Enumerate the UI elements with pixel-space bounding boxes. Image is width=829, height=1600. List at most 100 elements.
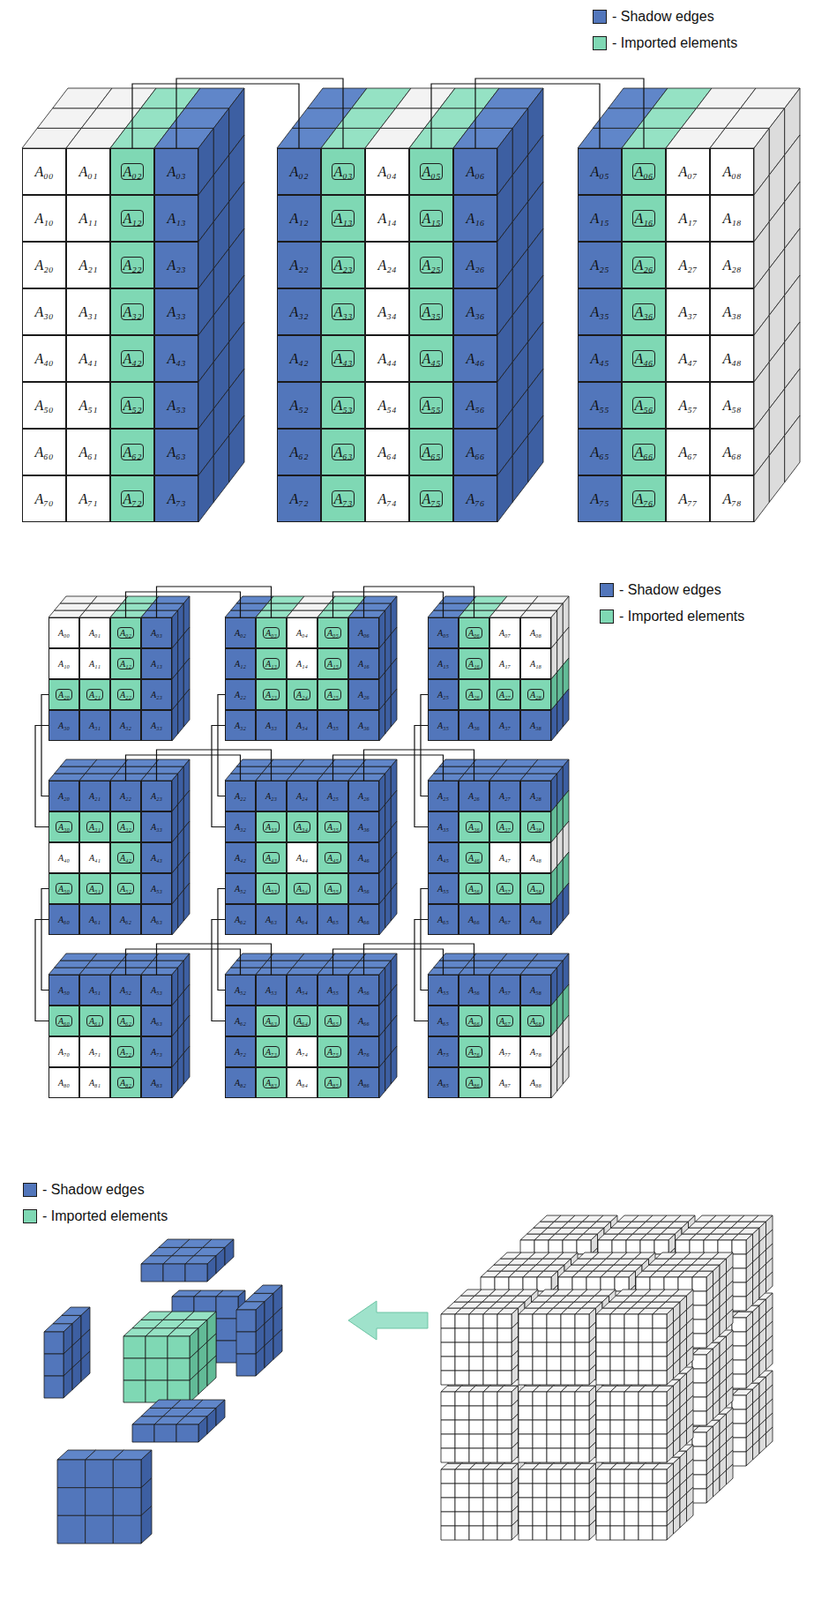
front-face-cell — [624, 1483, 639, 1498]
front-face-cell — [518, 1483, 533, 1498]
side-face-cell — [178, 889, 185, 928]
front-face-cell — [596, 1391, 611, 1406]
side-face-cell — [213, 435, 229, 503]
top-face-cell — [48, 967, 86, 975]
top-face-cell — [500, 596, 538, 604]
top-face-cell — [48, 773, 86, 781]
top-face-cell — [439, 953, 477, 961]
side-face-cell — [753, 1439, 761, 1460]
front-face-cell — [57, 1487, 86, 1517]
front-face-cell — [469, 1448, 484, 1463]
side-face-cell — [511, 1519, 519, 1540]
front-face-cell — [44, 1375, 64, 1398]
top-face-cell — [236, 596, 274, 604]
top-face-cell — [292, 603, 330, 611]
side-face-cell — [379, 1060, 386, 1098]
front-face-cell — [731, 1254, 747, 1269]
top-face-cell — [323, 766, 361, 774]
front-face-cell — [731, 1437, 747, 1452]
front-face-cell — [497, 1525, 512, 1540]
top-face-cell — [59, 596, 98, 604]
top-face-cell — [267, 596, 305, 604]
front-face-cell — [532, 1511, 547, 1526]
top-face-cell — [255, 610, 293, 618]
front-face-cell — [596, 1497, 611, 1512]
front-face-cell — [560, 1525, 576, 1540]
top-face-cell — [427, 773, 465, 781]
side-face-cell — [512, 435, 528, 503]
front-face-cell — [185, 1263, 208, 1282]
front-face-cell — [652, 1469, 667, 1484]
side-face-cell — [216, 1247, 225, 1273]
front-face-cell — [731, 1451, 747, 1466]
front-face-cell — [575, 1511, 590, 1526]
top-face-cell — [317, 610, 355, 618]
front-face-cell — [145, 1380, 168, 1403]
front-face-cell — [692, 1446, 707, 1461]
top-face-cell — [116, 766, 154, 774]
side-face-cell — [216, 1399, 225, 1426]
front-face-cell — [440, 1419, 456, 1434]
front-face-cell — [455, 1405, 470, 1420]
top-face-cell — [458, 610, 496, 618]
side-face-cell — [784, 415, 800, 483]
front-face-cell — [469, 1511, 484, 1526]
side-face-cell — [183, 1045, 190, 1084]
front-face-cell — [575, 1497, 590, 1512]
front-face-cell — [638, 1525, 653, 1540]
front-face-cell — [575, 1391, 590, 1406]
top-face-cell — [354, 766, 392, 774]
top-face-cell — [298, 596, 336, 604]
front-face-cell — [112, 1487, 142, 1517]
front-face-cell — [440, 1525, 456, 1540]
front-face-cell — [692, 1319, 707, 1334]
top-face-cell — [116, 960, 154, 968]
front-face-cell — [440, 1391, 456, 1406]
top-face-cell — [231, 603, 269, 611]
front-face-cell — [469, 1419, 484, 1434]
front-face-cell — [163, 1263, 186, 1282]
front-face-cell — [216, 1340, 239, 1363]
top-face-cell — [79, 610, 117, 618]
top-face-cell — [500, 953, 538, 961]
front-face-cell — [692, 1333, 707, 1348]
top-face-cell — [231, 960, 269, 968]
side-face-cell — [379, 896, 386, 935]
front-face-cell — [483, 1391, 498, 1406]
front-face-cell — [236, 1353, 256, 1376]
side-face-cell — [183, 882, 190, 921]
front-face-cell — [575, 1419, 590, 1434]
front-face-cell — [638, 1497, 653, 1512]
top-face-cell — [48, 610, 86, 618]
side-face-cell — [706, 1404, 714, 1426]
top-face-cell — [236, 953, 274, 961]
top-face-cell — [147, 960, 185, 968]
front-face-cell — [575, 1405, 590, 1420]
side-face-cell — [713, 1398, 721, 1420]
top-face-cell — [152, 759, 190, 767]
side-face-cell — [557, 695, 564, 734]
side-face-cell — [562, 1045, 569, 1084]
top-face-cell — [427, 967, 465, 975]
front-face-cell — [44, 1331, 64, 1354]
front-face-cell — [560, 1448, 576, 1463]
side-face-cell — [666, 1441, 674, 1463]
side-face-cell — [207, 1407, 217, 1434]
top-face-cell — [531, 759, 569, 767]
front-face-cell — [518, 1419, 533, 1434]
top-face-cell — [531, 596, 569, 604]
front-face-cell — [455, 1483, 470, 1498]
front-face-cell — [123, 1380, 146, 1403]
front-face-cell — [483, 1405, 498, 1420]
side-face-cell — [719, 1314, 727, 1336]
front-face-cell — [497, 1391, 512, 1406]
side-face-cell — [719, 1392, 727, 1413]
top-face-cell — [354, 603, 392, 611]
front-face-cell — [167, 1358, 190, 1381]
top-face-cell — [141, 610, 179, 618]
front-face-cell — [236, 1309, 256, 1332]
front-face-cell — [560, 1497, 576, 1512]
top-face-cell — [121, 596, 159, 604]
front-face-cell — [596, 1525, 611, 1540]
side-face-cell — [746, 1445, 754, 1466]
